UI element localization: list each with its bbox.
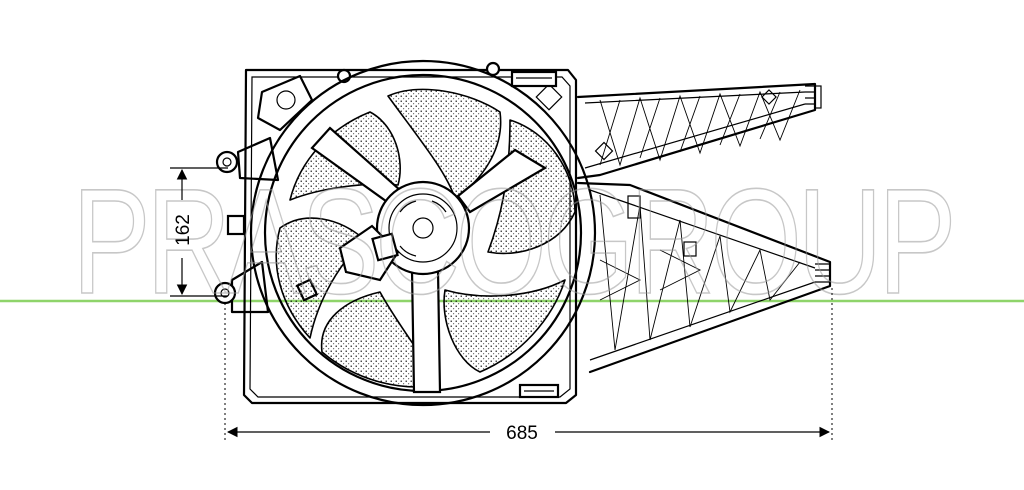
motor-hub <box>338 180 471 282</box>
width-dimension-label: 685 <box>506 423 538 444</box>
bracket-arms <box>535 82 832 374</box>
fan-ring <box>249 59 597 407</box>
width-dimension: 685 <box>224 288 833 444</box>
watermark-text: PRASCOGROUP <box>72 157 952 325</box>
height-dimension: 162 <box>170 167 228 297</box>
height-dimension-label: 162 <box>173 214 194 246</box>
fan-shroud <box>213 61 578 405</box>
